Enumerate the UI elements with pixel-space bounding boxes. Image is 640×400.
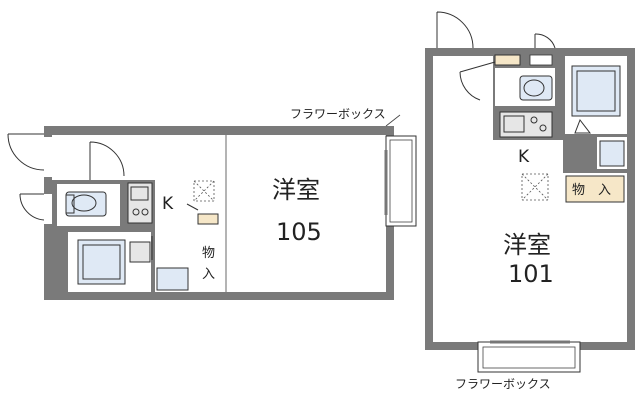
unit-101-room-number: 101 (508, 260, 554, 288)
unit-105-room-type: 洋室 (272, 176, 320, 204)
unit-105-laundry-pan-icon (156, 267, 189, 291)
unit-101-stove-icon-2 (539, 124, 547, 132)
unit-101-flower-box-inner (482, 346, 576, 369)
unit-101-entry (433, 56, 493, 140)
unit-105-entry-door (7, 133, 45, 171)
unit-101-kitchen-interior (433, 140, 563, 208)
unit-105: 洋室 105 K 物 入 フラワーボックス (7, 107, 417, 300)
unit-105-flower-box (385, 135, 417, 227)
unit-101-toilet-bowl (523, 79, 545, 97)
unit-101-kitchen-label: K (518, 147, 530, 167)
unit-101-flower-box (477, 341, 581, 373)
unit-105-kitchen-label: K (162, 194, 174, 214)
unit-101: 洋室 101 K 物 入 フラワーボックス (425, 11, 635, 391)
unit-105-toilet-tank (65, 194, 75, 214)
unit-105-toilet-bowl (71, 194, 97, 212)
unit-105-bathtub-icon (77, 239, 126, 285)
unit-101-storage-box (565, 175, 625, 203)
unit-105-sink-icon (130, 186, 149, 201)
unit-105-storage-label-bottom: 入 (202, 267, 215, 282)
unit-101-flower-box-label: フラワーボックス (455, 377, 551, 391)
unit-101-toilet-door (534, 33, 556, 49)
unit-101-bathtub-icon (571, 65, 621, 117)
unit-105-shelf (197, 213, 219, 225)
unit-101-entry-door (436, 11, 474, 49)
unit-105-side-door (19, 193, 45, 221)
unit-105-fridge-cross (193, 180, 215, 202)
unit-101-inner-door (459, 61, 496, 101)
unit-105-leader (385, 114, 401, 127)
unit-101-shelf (529, 54, 553, 66)
unit-105-storage-door (186, 203, 199, 211)
unit-105-washbasin-icon (129, 241, 151, 263)
unit-105-stove-icon-2 (141, 208, 149, 216)
unit-101-room-interior (433, 205, 627, 342)
unit-101-room-type: 洋室 (503, 231, 551, 259)
unit-101-shoe-box (494, 54, 521, 66)
unit-101-bathtub-inner (576, 70, 616, 112)
unit-105-kitchen-counter (127, 182, 153, 224)
unit-105-inner-door (89, 141, 125, 180)
unit-105-entry-opening (44, 137, 52, 177)
unit-105-stove-icon (132, 208, 140, 216)
unit-105-room-number: 105 (276, 218, 322, 246)
unit-101-entry-opening (437, 40, 477, 48)
unit-105-entry (52, 135, 155, 180)
unit-101-laundry-pan-icon (599, 140, 625, 167)
unit-105-storage (198, 226, 222, 292)
unit-101-storage-label: 物 入 (572, 183, 611, 198)
unit-105-bathtub-inner (82, 244, 121, 280)
unit-105-side-opening (44, 194, 52, 224)
unit-101-toilet-icon (519, 75, 553, 101)
unit-105-room-interior (232, 135, 386, 292)
unit-101-sink-icon (503, 115, 525, 133)
unit-101-stove-icon (530, 116, 538, 124)
unit-105-storage-label-top: 物 (202, 246, 215, 261)
unit-101-fridge-space (521, 173, 549, 201)
unit-105-fridge-space (193, 180, 215, 202)
unit-105-flower-box-label: フラワーボックス (290, 107, 386, 121)
unit-101-bath-door (574, 118, 592, 134)
unit-105-flower-box-inner (389, 139, 413, 223)
